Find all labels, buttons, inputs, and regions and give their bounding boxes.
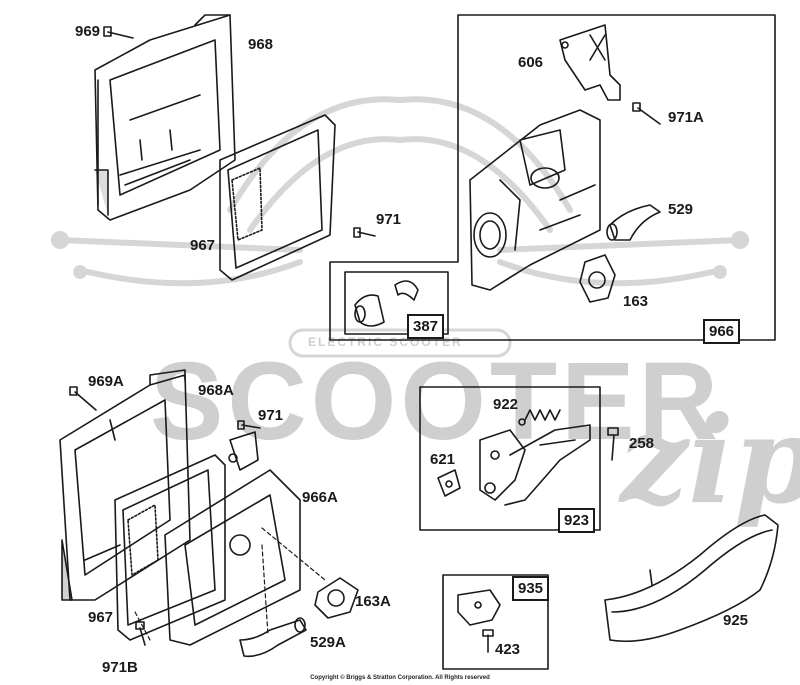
gasket-163	[579, 254, 616, 303]
box-label-935: 935	[512, 576, 550, 601]
copyright-notice: Copyright © Briggs & Stratton Corporatio…	[310, 675, 490, 681]
label-606: 606	[518, 54, 544, 71]
elbow-529	[606, 204, 661, 241]
bracket-935	[457, 589, 501, 626]
box-label-966: 966	[703, 319, 741, 344]
screw-971	[353, 227, 376, 238]
screw-969a	[69, 386, 97, 411]
label-969a: 969A	[88, 373, 124, 390]
box-label-923: 923	[558, 508, 596, 533]
filter-967	[219, 114, 336, 281]
label-529a: 529A	[310, 634, 346, 651]
box-966-outline	[329, 14, 776, 341]
label-163a: 163A	[355, 593, 391, 610]
label-529: 529	[668, 201, 694, 218]
box-923-outline	[419, 386, 601, 531]
label-971a: 971A	[668, 109, 704, 126]
cover-925	[604, 514, 779, 643]
screw-971b	[135, 621, 146, 646]
label-423: 423	[495, 641, 521, 658]
label-968a: 968A	[198, 382, 234, 399]
governor-linkage-923	[479, 424, 591, 506]
label-967-lower: 967	[88, 609, 114, 626]
label-969: 969	[75, 23, 101, 40]
label-163: 163	[623, 293, 649, 310]
elbow-529a	[239, 617, 307, 658]
label-258: 258	[629, 435, 655, 452]
bracket-606	[559, 24, 621, 101]
air-cleaner-base-968a	[59, 369, 191, 601]
label-922: 922	[493, 396, 519, 413]
screw-258	[607, 427, 619, 461]
carburetor-966a	[164, 431, 301, 646]
screw-969	[103, 26, 134, 39]
gasket-163a	[314, 577, 359, 619]
label-967: 967	[190, 237, 216, 254]
part-621	[437, 469, 461, 497]
air-cleaner-base-968	[94, 14, 236, 221]
fitting-387	[344, 271, 449, 335]
box-935-outline	[442, 574, 549, 670]
label-621: 621	[430, 451, 456, 468]
filter-967-lower	[114, 454, 226, 641]
screw-971a	[632, 102, 661, 125]
label-971: 971	[376, 211, 402, 228]
screw-971-lower	[237, 420, 261, 430]
label-971b: 971B	[102, 659, 138, 676]
label-925: 925	[723, 612, 749, 629]
label-971-lower: 971	[258, 407, 284, 424]
carburetor-body	[469, 109, 601, 291]
label-968: 968	[248, 36, 274, 53]
label-966a: 966A	[302, 489, 338, 506]
box-label-387: 387	[407, 314, 445, 339]
spring-922	[518, 409, 561, 426]
screw-423	[482, 629, 494, 653]
